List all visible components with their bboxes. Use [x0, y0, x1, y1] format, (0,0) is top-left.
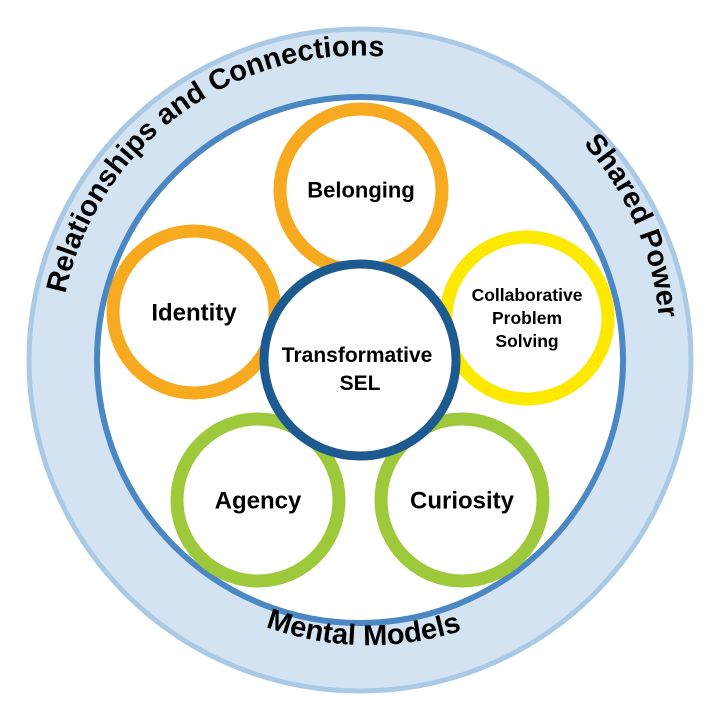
petal-belonging: Belonging [273, 102, 449, 278]
center-label: Transformative SEL [282, 344, 438, 395]
petal-label-line: Curiosity [410, 487, 515, 514]
petal-label-identity: Identity [151, 299, 237, 326]
petal-circle-agency [170, 412, 346, 588]
center-label-line2: SEL [340, 372, 381, 395]
center-label-line1: Transformative [282, 344, 433, 367]
petal-label-agency: Agency [215, 487, 302, 514]
petal-label-line: Belonging [307, 178, 415, 203]
center-circle [259, 259, 461, 461]
petal-label-line: Problem [492, 308, 562, 328]
petal-label-line: Collaborative [472, 285, 583, 305]
petal-agency: Agency [170, 412, 346, 588]
petal-label-belonging: Belonging [307, 178, 415, 203]
petal-label-line: Agency [215, 487, 302, 514]
petal-label-line: Solving [495, 331, 558, 351]
petal-curiosity: Curiosity [374, 412, 550, 588]
petal-label-line: Identity [151, 299, 237, 326]
petal-label-curiosity: Curiosity [410, 487, 515, 514]
petal-identity: Identity [106, 224, 282, 400]
petal-circle-curiosity [374, 412, 550, 588]
